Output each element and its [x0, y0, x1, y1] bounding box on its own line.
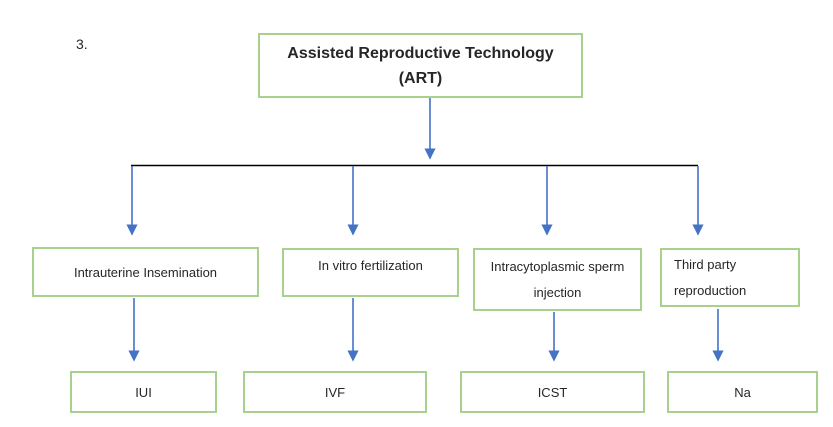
node-third-party-reproduction: Third party reproduction — [660, 248, 800, 307]
node-na: Na — [667, 371, 818, 413]
node-art-subtitle: (ART) — [398, 69, 443, 87]
node-ivf: IVF — [243, 371, 427, 413]
node-iui: IUI — [70, 371, 217, 413]
node-art: Assisted Reproductive Technology (ART) — [258, 33, 583, 98]
node-in-vitro-fertilization: In vitro fertilization — [282, 248, 459, 297]
list-number: 3. — [76, 36, 88, 52]
node-intrauterine-insemination: Intrauterine Insemination — [32, 247, 259, 297]
node-art-title: Assisted Reproductive Technology — [287, 44, 554, 62]
node-icst: ICST — [460, 371, 645, 413]
node-intracytoplasmic-sperm-injection: Intracytoplasmic sperm injection — [473, 248, 642, 311]
